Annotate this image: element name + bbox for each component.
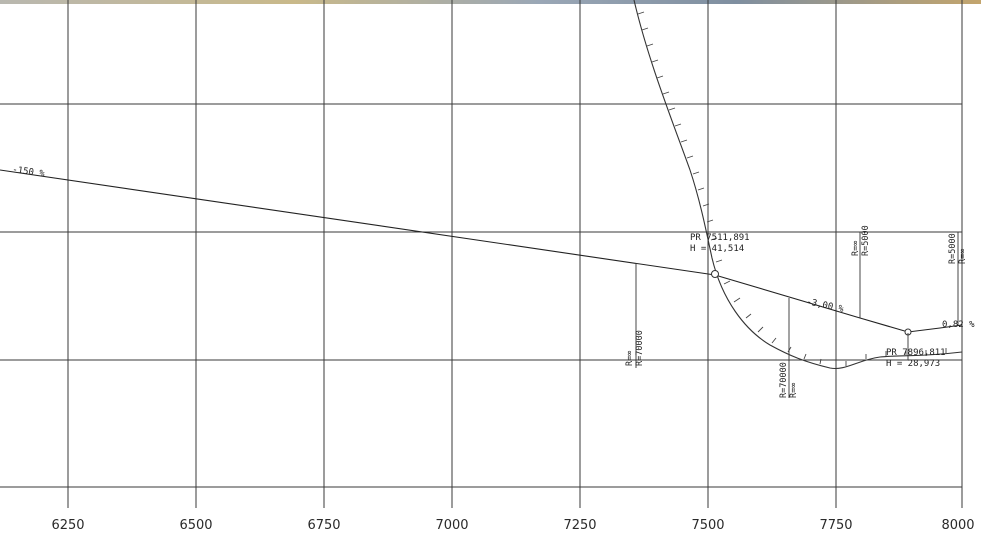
curve-a-out: R=70000 [635,330,645,366]
x-tick-label: 7750 [819,518,852,533]
design-grade-line [0,169,963,333]
curve-c-out: R=5000 [861,225,871,256]
pr2-elevation: H = 28,973 [886,359,940,369]
x-tick-label: 7500 [691,518,724,533]
curve-a-in: R=∞ [625,351,635,366]
x-tick-label: 8000 [941,518,974,533]
grade-label-middle: -3,00 % [805,297,845,315]
grade-label-right: 0,82 % [942,320,975,330]
annotation-leaders [635,232,959,398]
grade-label-left: -150 % [12,165,46,180]
pr2-station: PR 7896,811 [886,348,946,358]
curve-d-in: R=5000 [948,233,958,264]
terrain-line [633,0,963,370]
x-tick-label: 6250 [51,518,84,533]
curve-c-in: R=∞ [851,241,861,256]
vertical-grid [67,0,963,508]
x-tick-label: 6750 [307,518,340,533]
curve-d-out: R=∞ [958,249,968,264]
horizontal-grid [0,103,962,488]
x-axis-labels: 6250 6500 6750 7000 7250 7500 7750 8000 [51,518,974,533]
intersection-marker [711,270,719,278]
x-tick-label: 7250 [563,518,596,533]
terrain-hatching [637,11,947,366]
curve-b-in: R=70000 [779,362,789,398]
pr1-station: PR 7511,891 [690,233,750,243]
x-tick-label: 7000 [435,518,468,533]
pr1-elevation: H = 41,514 [690,244,744,254]
curve-b-out: R=∞ [789,383,799,398]
x-tick-label: 6500 [179,518,212,533]
scanned-top-edge [0,0,981,4]
